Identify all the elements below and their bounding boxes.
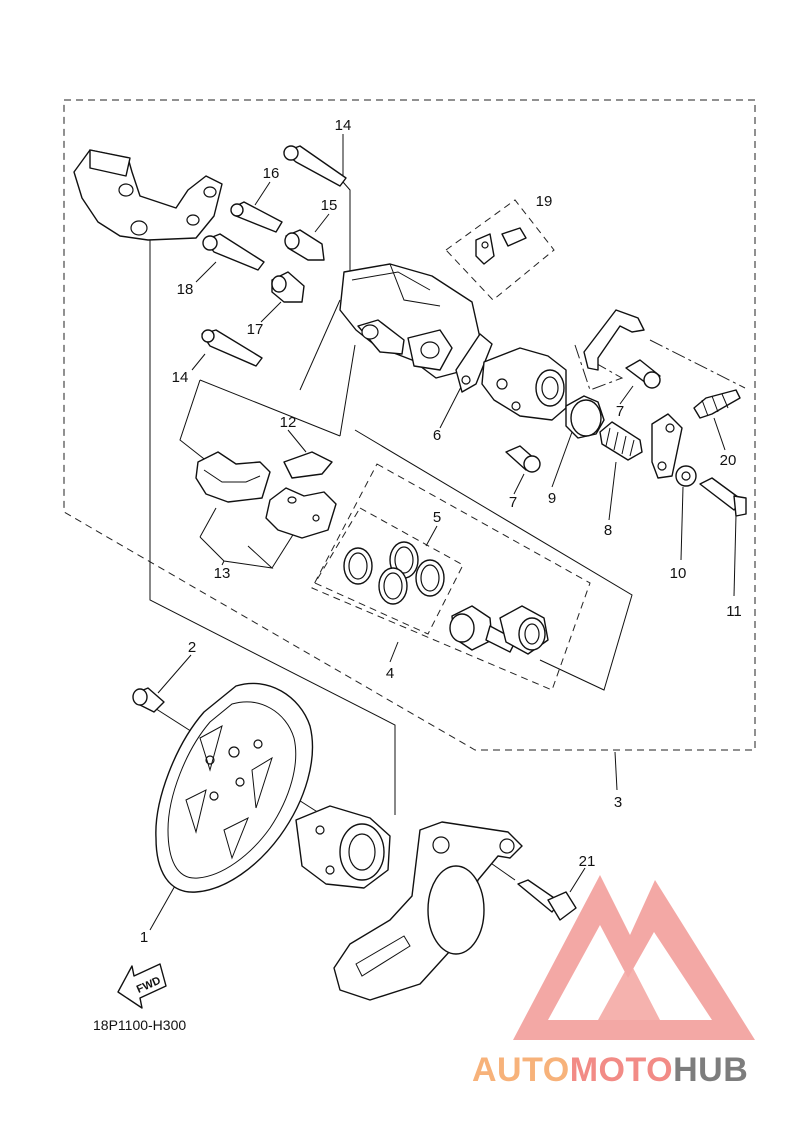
callout-7-lower: 7: [509, 494, 517, 511]
fwd-arrow: FWD: [117, 963, 167, 1009]
slide-pin-16: [230, 201, 283, 233]
callout-14-top: 14: [335, 117, 352, 134]
callout-9: 9: [548, 490, 556, 507]
callout-7-upper: 7: [616, 403, 624, 420]
bolt-7-upper: [625, 359, 661, 389]
slide-pin-18: [202, 233, 265, 271]
pin-bolt-top: [283, 145, 347, 187]
callout-18: 18: [177, 281, 194, 298]
callout-8: 8: [604, 522, 612, 539]
spring-20: [693, 389, 741, 419]
brake-pad-inner: [195, 451, 271, 503]
pistons: [449, 605, 549, 655]
brake-disc: [155, 682, 314, 893]
bolt-11: [699, 477, 747, 517]
bolt-21: [517, 879, 577, 921]
bolt-7-lower: [505, 445, 541, 473]
callout-4: 4: [386, 665, 394, 682]
caliper-mount-bracket: [333, 821, 523, 1001]
callout-labels: 14 16 19 15 18 17 14 7 12 6 20 9 7 5 8 1…: [140, 117, 742, 946]
watermark-auto: AUTO: [472, 1051, 570, 1089]
pin-bolt-lower: [201, 329, 263, 367]
callout-20: 20: [720, 452, 737, 469]
caliper-body: [339, 263, 481, 379]
watermark-hub: HUB: [673, 1051, 748, 1089]
callout-5: 5: [433, 509, 441, 526]
bleed-screw-19: [475, 227, 527, 265]
callout-12: 12: [280, 414, 297, 431]
nut-10: [675, 465, 697, 487]
reservoir-bracket: [583, 309, 645, 371]
callout-2: 2: [188, 639, 196, 656]
pad-shim-12: [283, 451, 333, 479]
callout-10: 10: [670, 565, 687, 582]
link-plate: [651, 413, 683, 479]
callout-3: 3: [614, 794, 622, 811]
wheel-hub: [295, 805, 391, 889]
callout-17: 17: [247, 321, 264, 338]
callout-6: 6: [433, 427, 441, 444]
callout-14-lower: 14: [172, 369, 189, 386]
callout-21: 21: [579, 853, 596, 870]
piston-housing: [481, 347, 567, 421]
callout-11: 11: [726, 603, 742, 620]
brake-pad-outer: [265, 487, 337, 539]
watermark-text: AUTOMOTOHUB: [472, 1051, 748, 1089]
callout-15: 15: [321, 197, 338, 214]
spring-8: [599, 421, 643, 461]
callout-19: 19: [536, 193, 553, 210]
callout-13: 13: [214, 565, 231, 582]
seal-set-5: [343, 541, 445, 605]
caliper-assembly-boundary: [63, 99, 756, 751]
watermark-moto: MOTO: [570, 1051, 673, 1089]
diagram-code: 18P1100-H300: [93, 1017, 186, 1033]
boot-17: [271, 271, 305, 303]
cup-9: [565, 395, 605, 439]
boot-15: [284, 229, 325, 261]
disc-bolt-2: [132, 687, 165, 713]
caliper-bracket: [73, 149, 223, 241]
callout-1: 1: [140, 929, 148, 946]
logo-triangle-mark: [513, 875, 755, 1040]
watermark-logo: [513, 875, 755, 1040]
callout-16: 16: [263, 165, 280, 182]
leader-lines: [149, 134, 746, 931]
